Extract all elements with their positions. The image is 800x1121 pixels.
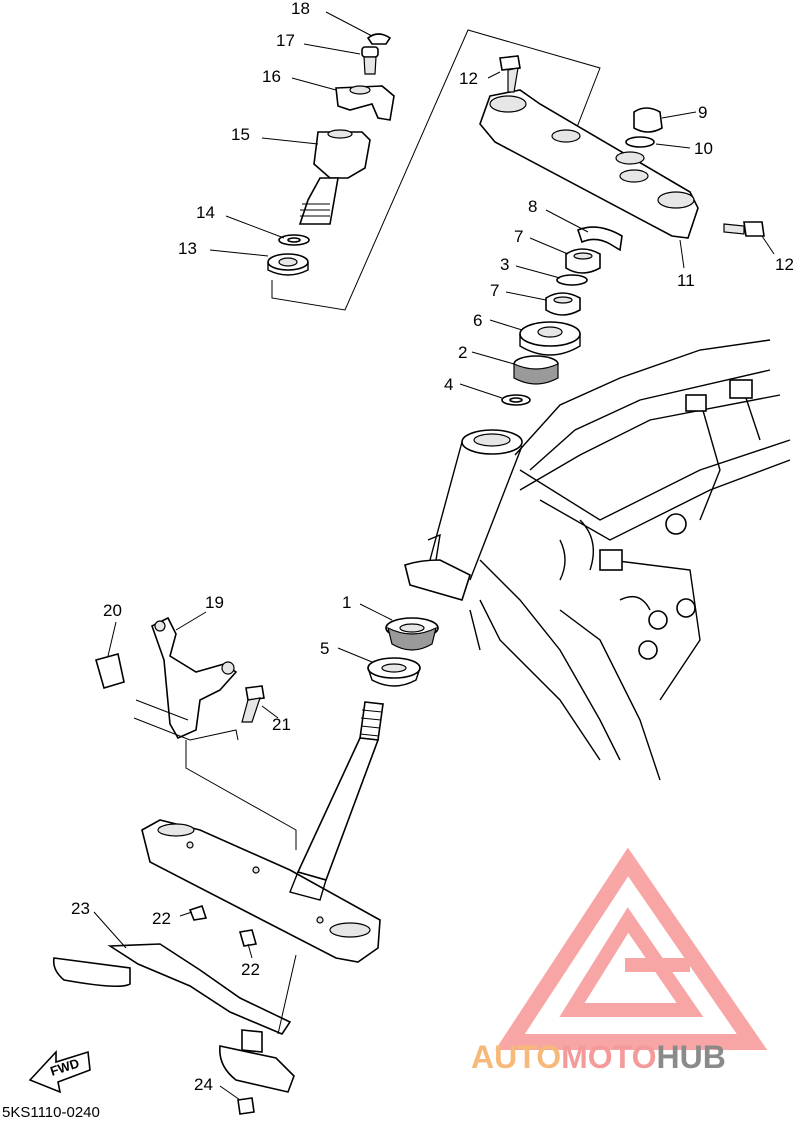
callout-18: 18 <box>291 0 310 18</box>
callout-24: 24 <box>194 1075 213 1094</box>
bearing-stack <box>501 226 623 406</box>
head-pipe <box>404 429 523 601</box>
watermark-logo <box>495 847 768 1050</box>
callout-10: 10 <box>694 139 713 158</box>
fwd-arrow: FWD <box>28 1049 91 1094</box>
callout-3: 3 <box>500 255 509 274</box>
callout-20: 20 <box>103 601 122 620</box>
callout-14: 14 <box>196 203 215 222</box>
callout-8: 8 <box>528 197 537 216</box>
callout-17: 17 <box>276 31 295 50</box>
callout-22-lower: 22 <box>241 960 260 979</box>
callout-23: 23 <box>71 899 90 918</box>
hose-guide <box>52 904 297 1115</box>
leader-lines <box>93 11 775 1101</box>
under-bracket <box>141 819 381 963</box>
frame-outline <box>469 339 791 781</box>
callout-5: 5 <box>320 639 329 658</box>
callout-7-lower: 7 <box>490 281 499 300</box>
watermark-moto: MOTO <box>561 1039 656 1075</box>
callout-19: 19 <box>205 593 224 612</box>
watermark-text: AUTOMOTOHUB <box>471 1039 726 1075</box>
lower-bearings <box>367 617 439 687</box>
callout-4: 4 <box>444 375 453 394</box>
steering-stem <box>296 701 384 881</box>
callout-13: 13 <box>178 239 197 258</box>
callout-12-top: 12 <box>459 69 478 88</box>
callout-labels: 18 17 16 15 14 13 12 9 10 8 7 3 7 6 2 4 … <box>71 0 794 1094</box>
callout-9: 9 <box>698 103 707 122</box>
watermark-auto: AUTO <box>471 1039 561 1075</box>
side-bracket <box>95 616 297 850</box>
callout-22-upper: 22 <box>152 909 171 928</box>
holder-assembly <box>267 29 601 311</box>
callout-2: 2 <box>458 343 467 362</box>
callout-16: 16 <box>262 67 281 86</box>
callout-12-right: 12 <box>775 255 794 274</box>
callout-21: 21 <box>272 715 291 734</box>
diagram-code: 5KS1110-0240 <box>2 1104 100 1121</box>
watermark-hub: HUB <box>656 1039 725 1075</box>
callout-11: 11 <box>677 271 695 290</box>
upper-bracket <box>479 55 765 239</box>
callout-15: 15 <box>231 125 250 144</box>
watermark-triangle <box>495 847 768 1050</box>
callout-1: 1 <box>342 593 351 612</box>
callout-7-upper: 7 <box>514 227 523 246</box>
callout-6: 6 <box>473 311 482 330</box>
